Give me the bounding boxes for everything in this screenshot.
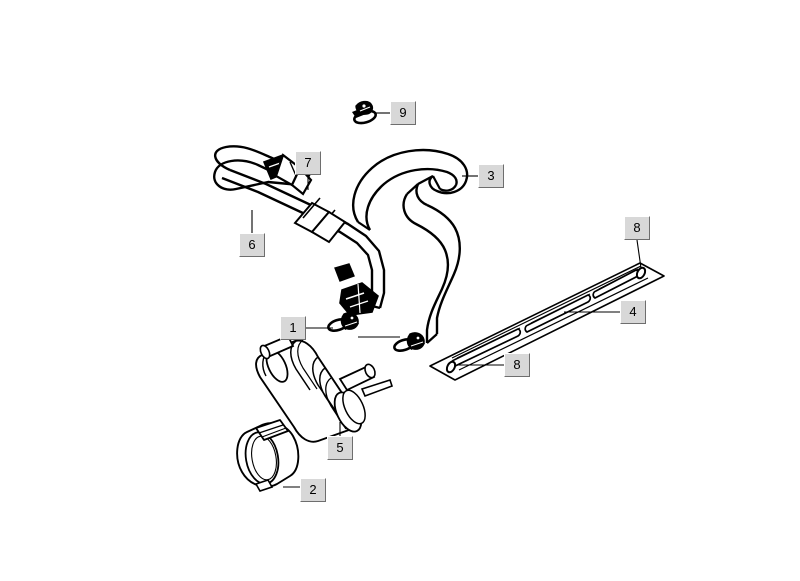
part-6-fuel-hose-hooked — [213, 145, 386, 316]
bracket-slot-2 — [524, 293, 592, 333]
callout-2-label: 2 — [309, 482, 317, 497]
callout-8-upper-label: 8 — [633, 220, 641, 235]
callout-7-label: 7 — [304, 155, 312, 170]
part-4-mounting-bracket-rail — [429, 262, 665, 381]
callout-6[interactable]: 6 — [239, 233, 265, 257]
callout-9[interactable]: 9 — [390, 101, 416, 125]
bracket-mounting-hole-lower — [445, 360, 457, 374]
callout-4-label: 4 — [629, 304, 637, 319]
callout-8-lower[interactable]: 8 — [504, 353, 530, 377]
callout-4[interactable]: 4 — [620, 300, 646, 324]
bracket-mounting-hole-upper — [635, 266, 647, 280]
part-1-hose-clip-right — [393, 332, 425, 352]
callout-5-label: 5 — [336, 440, 344, 455]
callout-3[interactable]: 3 — [478, 164, 504, 188]
callout-8-upper[interactable]: 8 — [624, 216, 650, 240]
part-2-hose-clamp-band — [236, 419, 300, 492]
part-9-retaining-clip — [352, 100, 377, 125]
part-7-hose-connector — [262, 153, 313, 196]
part-5-fuel-filter — [255, 334, 394, 443]
callout-1[interactable]: 1 — [280, 316, 306, 340]
callout-7[interactable]: 7 — [295, 151, 321, 175]
part-6-lower-connector-block — [339, 282, 379, 316]
leader-line-8-upper — [636, 239, 642, 269]
callout-8-lower-label: 8 — [513, 357, 521, 372]
callout-5[interactable]: 5 — [327, 436, 353, 460]
part-1-hose-clip-left — [327, 312, 359, 332]
callout-2[interactable]: 2 — [300, 478, 326, 502]
part-3-fuel-hose-s-shaped — [351, 148, 469, 344]
callout-3-label: 3 — [487, 168, 495, 183]
callout-9-label: 9 — [399, 105, 407, 120]
part-6-inline-coupling — [293, 197, 347, 244]
callout-1-label: 1 — [289, 320, 297, 335]
callout-6-label: 6 — [248, 237, 256, 252]
